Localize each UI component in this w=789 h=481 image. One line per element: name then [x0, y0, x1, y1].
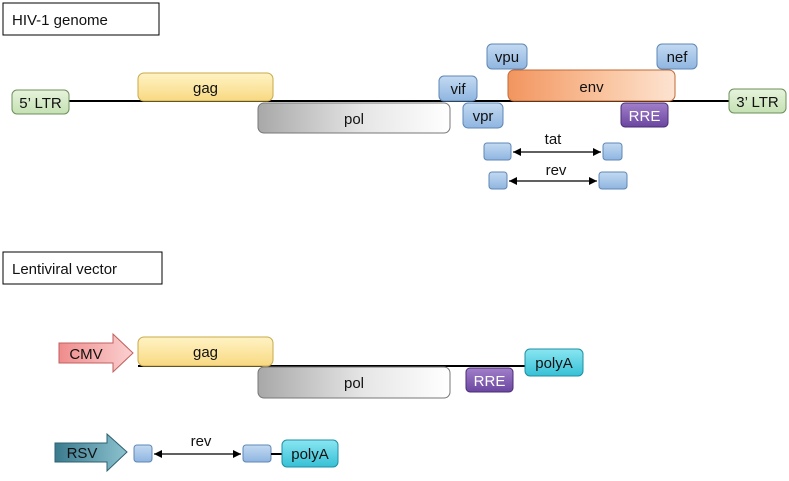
vector-title: Lentiviral vector: [12, 261, 117, 278]
vector-rre-label: RRE: [474, 373, 506, 390]
vector-rre-box: [465, 367, 514, 393]
tat-label: tat: [545, 131, 563, 148]
gag-box: [137, 72, 274, 102]
polya1-box: [524, 348, 584, 377]
hiv-genome-section: HIV-1 genome 5’ LTR 3’ LTR gag pol vif v…: [2, 2, 787, 190]
gag-label: gag: [193, 80, 218, 97]
ltr3-box: [728, 88, 787, 114]
hiv-title-box: [2, 2, 160, 36]
vector-title-box: [2, 251, 163, 285]
polya2-label: polyA: [291, 446, 329, 463]
polya1-label: polyA: [535, 355, 573, 372]
tat-exon2: [602, 142, 623, 161]
vector-rev-exon2: [242, 444, 272, 463]
vector-rev-exon1: [133, 444, 153, 463]
ltr5-label: 5’ LTR: [19, 95, 62, 112]
polya2-box: [281, 439, 339, 468]
rev-label: rev: [546, 162, 567, 179]
hiv-title: HIV-1 genome: [12, 12, 108, 29]
nef-box: [656, 43, 698, 70]
vector-pol-box: [257, 366, 451, 399]
pol-box: [257, 102, 451, 134]
rsv-promoter-arrow: [54, 432, 128, 473]
vpr-label: vpr: [473, 108, 494, 125]
vector-pol-label: pol: [344, 375, 364, 392]
vector-gag-label: gag: [193, 344, 218, 361]
lentiviral-vector-section: Lentiviral vector CMV gag pol RRE polyA …: [2, 251, 584, 473]
vif-box: [438, 75, 478, 102]
ltr5-box: [11, 89, 70, 115]
env-box: [507, 69, 676, 102]
env-label: env: [579, 79, 604, 96]
rsv-label: RSV: [67, 445, 98, 462]
rev-exon2: [598, 171, 628, 190]
pol-label: pol: [344, 111, 364, 128]
ltr3-label: 3’ LTR: [736, 94, 779, 111]
vector-rev-label: rev: [191, 433, 212, 450]
nef-label: nef: [667, 49, 689, 66]
tat-exon1: [483, 142, 512, 161]
vpu-box: [486, 43, 528, 70]
cmv-label: CMV: [69, 346, 102, 363]
rev-exon1: [488, 171, 508, 190]
vpr-box: [462, 102, 504, 129]
vpu-label: vpu: [495, 49, 519, 66]
rre-box: [620, 102, 669, 128]
vector-gag-box: [137, 336, 274, 367]
vif-label: vif: [451, 81, 467, 98]
rre-label: RRE: [629, 108, 661, 125]
cmv-promoter-arrow: [58, 332, 134, 374]
